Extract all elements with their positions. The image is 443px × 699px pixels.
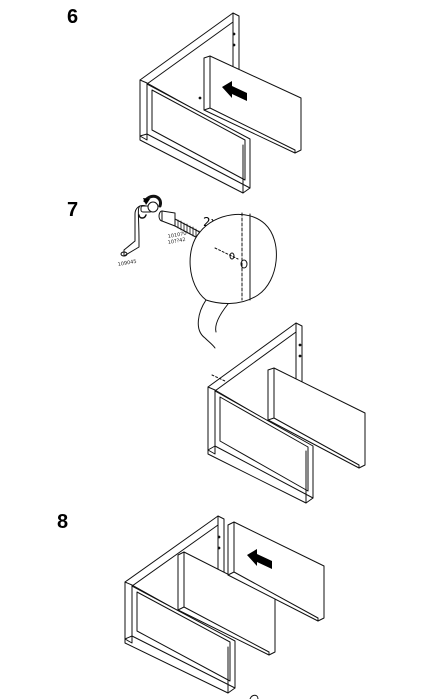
detail-magnifier <box>189 212 277 349</box>
step-7-illustration <box>207 322 366 504</box>
step-8-illustration <box>124 515 325 699</box>
step-number-8: 8 <box>57 511 69 533</box>
step-6-push-arrow <box>222 81 247 101</box>
rotate-arrow-icon <box>143 194 162 208</box>
step-number-7: 7 <box>67 199 79 221</box>
step-8-push-arrow <box>247 549 272 569</box>
crank-tool <box>120 201 159 257</box>
part-code-crank: 109045 <box>117 259 137 268</box>
step-6-illustration <box>139 12 302 194</box>
step-number-6: 6 <box>67 6 79 28</box>
part-code-bolt-a: 101070 <box>167 231 187 240</box>
part-code-bolt-b: 10??42 <box>167 237 186 246</box>
